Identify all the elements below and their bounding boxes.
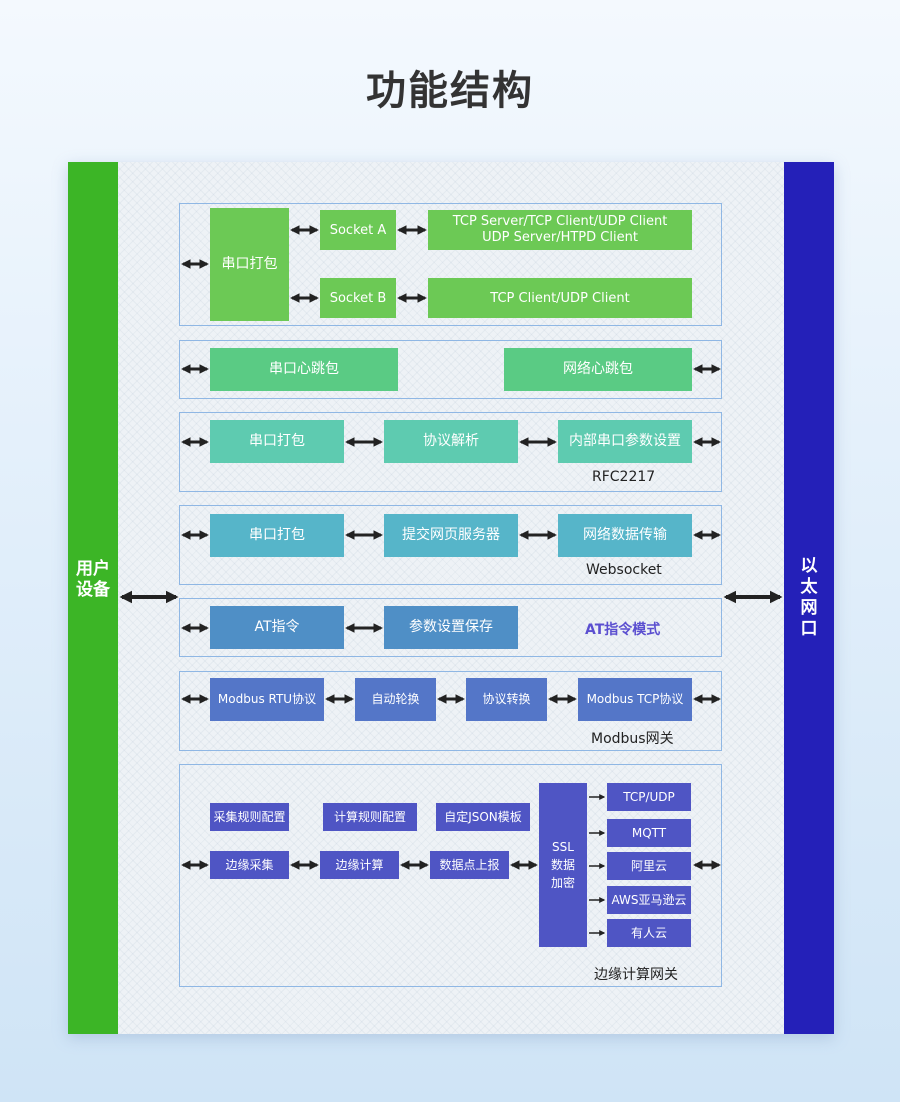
- serial-pack-box: 串口打包: [210, 208, 289, 321]
- protocol-convert-box: 协议转换: [466, 678, 547, 721]
- internal-serial-params-box: 内部串口参数设置: [558, 420, 692, 463]
- rfc2217-group: [179, 412, 722, 492]
- submit-web-server-box: 提交网页服务器: [384, 514, 518, 557]
- user-device-label: 用户 设备: [76, 559, 110, 600]
- edge-compute-box: 边缘计算: [320, 851, 399, 879]
- ethernet-port-bar: 以 太 网 口: [784, 162, 834, 1034]
- rfc2217-caption: RFC2217: [592, 469, 656, 485]
- ethernet-port-label: 以 太 网 口: [800, 556, 818, 639]
- edge-caption: 边缘计算网关: [594, 967, 678, 983]
- edge-collect-box: 边缘采集: [210, 851, 289, 879]
- serial-heartbeat-box: 串口心跳包: [210, 348, 398, 391]
- socket-a-box: Socket A: [320, 210, 396, 250]
- compute-rules-box: 计算规则配置: [323, 803, 417, 831]
- collect-rules-box: 采集规则配置: [210, 803, 289, 831]
- data-report-box: 数据点上报: [430, 851, 509, 879]
- modbus-rtu-box: Modbus RTU协议: [210, 678, 324, 721]
- auto-convert-box: 自动轮换: [355, 678, 436, 721]
- page-title: 功能结构: [366, 68, 534, 114]
- target-usr-cloud-box: 有人云: [607, 919, 691, 947]
- at-mode-caption: AT指令模式: [585, 622, 661, 638]
- target-aws-box: AWS亚马逊云: [607, 886, 691, 914]
- ws-serial-pack-box: 串口打包: [210, 514, 344, 557]
- json-template-box: 自定JSON模板: [436, 803, 530, 831]
- socket-a-modes-box: TCP Server/TCP Client/UDP Client UDP Ser…: [428, 210, 692, 250]
- socket-group: [179, 203, 722, 326]
- ssl-encryption-box: SSL 数据 加密: [539, 783, 587, 947]
- target-tcp-udp-box: TCP/UDP: [607, 783, 691, 811]
- network-data-transfer-box: 网络数据传输: [558, 514, 692, 557]
- modbus-caption: Modbus网关: [591, 731, 674, 747]
- network-heartbeat-box: 网络心跳包: [504, 348, 692, 391]
- websocket-group: [179, 505, 722, 585]
- websocket-caption: Websocket: [586, 562, 662, 578]
- socket-b-modes-box: TCP Client/UDP Client: [428, 278, 692, 318]
- user-device-bar: 用户 设备: [68, 162, 118, 1034]
- modbus-group: [179, 671, 722, 751]
- socket-b-box: Socket B: [320, 278, 396, 318]
- at-group: [179, 598, 722, 657]
- heartbeat-group: [179, 340, 722, 399]
- protocol-parse-box: 协议解析: [384, 420, 518, 463]
- target-mqtt-box: MQTT: [607, 819, 691, 847]
- save-params-box: 参数设置保存: [384, 606, 518, 649]
- at-command-box: AT指令: [210, 606, 344, 649]
- edge-group: [179, 764, 722, 987]
- rfc-serial-pack-box: 串口打包: [210, 420, 344, 463]
- modbus-tcp-box: Modbus TCP协议: [578, 678, 692, 721]
- target-aliyun-box: 阿里云: [607, 852, 691, 880]
